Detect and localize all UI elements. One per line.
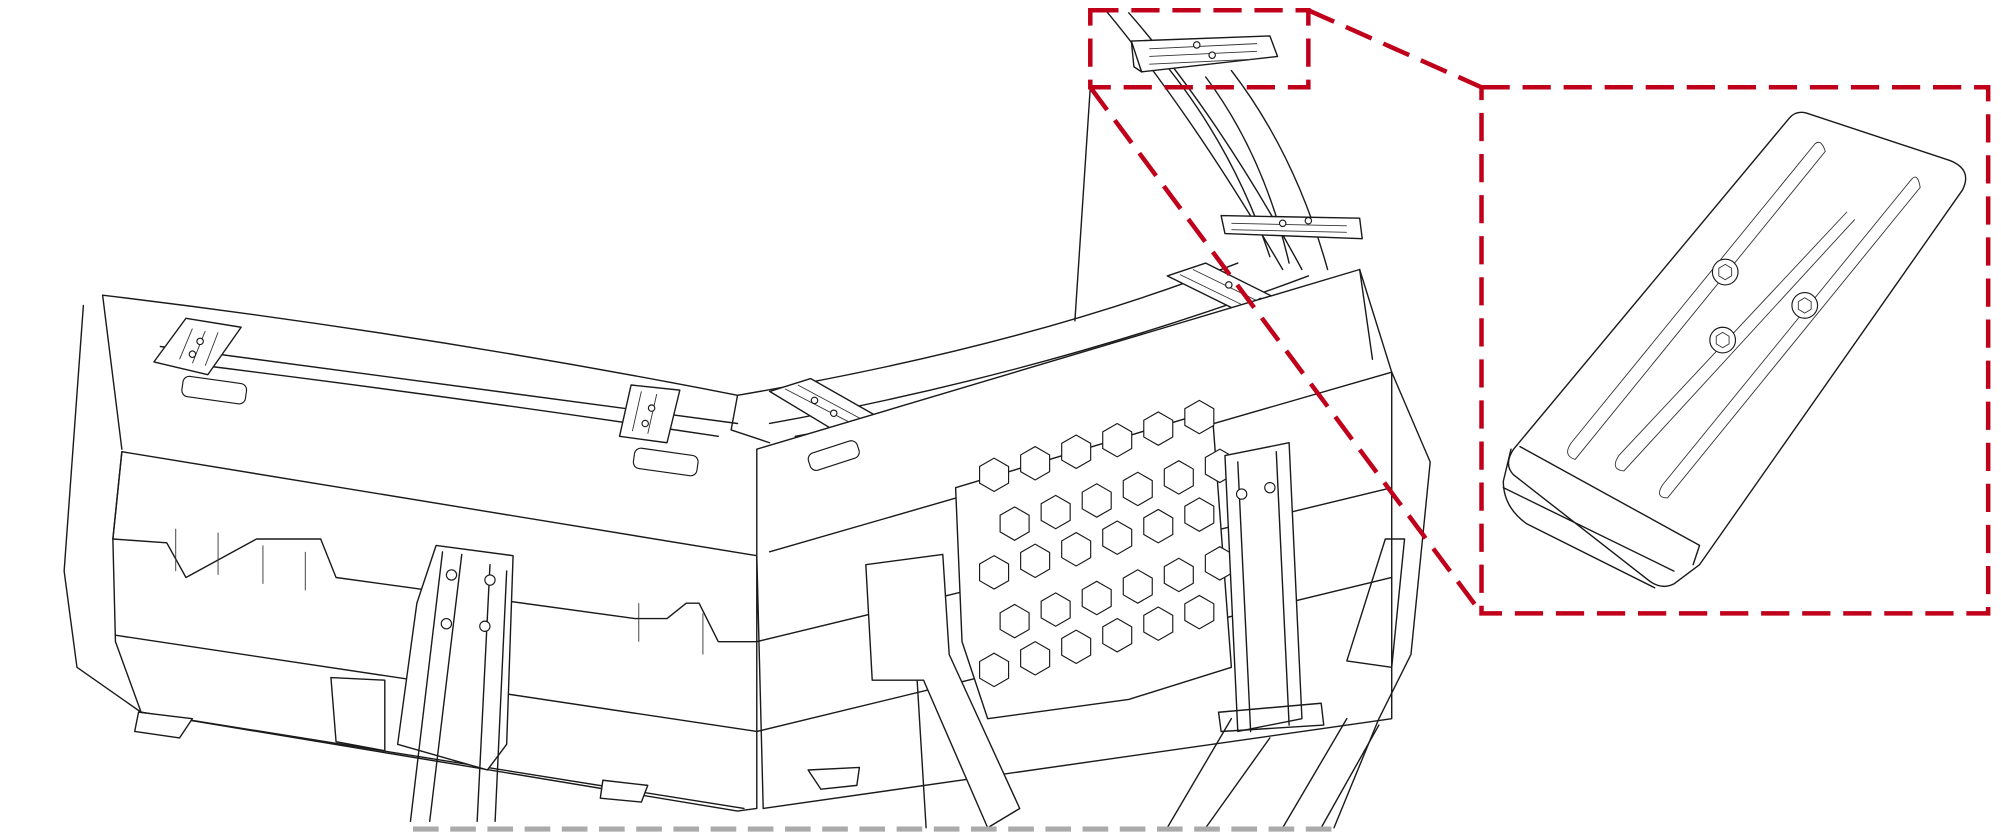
honeycomb-cutout [1081,483,1112,518]
honeycomb-cutout [1163,557,1194,593]
honeycomb-cutout [1061,434,1092,470]
hex-bolt-3 [1709,326,1737,354]
honeycomb-cutout [1102,617,1133,653]
honeycomb-cutout [979,457,1010,493]
honeycomb-cutout [979,555,1010,590]
hex-bolt-2 [1791,292,1819,319]
honeycomb-display-plate [954,399,1235,720]
honeycomb-cutout [1102,520,1133,556]
right-side-frame [1166,371,1431,829]
honeycomb-cutout [999,506,1030,541]
callout-source-box [1088,8,1311,90]
left-side-cover [63,294,142,713]
honeycomb-cutout [1020,640,1051,676]
rail-bracket-center [618,384,681,444]
callout-leader-top [1307,8,1483,90]
honeycomb-cutout [1163,460,1194,495]
hex-bolt-1 [1711,258,1739,286]
honeycomb-cutout [1143,411,1174,446]
rail-bracket-left [153,317,242,376]
honeycomb-cutout [1143,508,1174,544]
honeycomb-cutout [979,652,1010,688]
honeycomb-cutout [1184,399,1215,435]
honeycomb-cutout [1020,445,1051,481]
honeycomb-cutout [1020,543,1051,579]
honeycomb-cutout [1143,606,1174,642]
callout-leader-bottom [1088,85,1484,615]
honeycomb-cutout [1184,497,1215,532]
arch-bracket-top [1130,35,1279,73]
honeycomb-cutout [1040,592,1071,627]
left-pedal-mount [330,544,514,823]
honeycomb-cutout [1061,629,1092,665]
center-support-leg [865,553,1021,829]
arch-bracket-middle [1220,214,1363,240]
honeycomb-cutout [1102,422,1133,458]
honeycomb-cutout [1184,594,1215,630]
honeycomb-cutout [1122,569,1153,604]
right-pedal-mount [1217,442,1325,733]
honeycomb-cutout [1122,471,1153,507]
honeycomb-cutout [1061,531,1092,567]
honeycomb-cutout [1081,580,1112,616]
zoomed-slotted-bracket [1502,111,1967,589]
honeycomb-cutout [999,603,1030,639]
base-feet [133,711,861,803]
honeycomb-cutout [1040,494,1071,530]
